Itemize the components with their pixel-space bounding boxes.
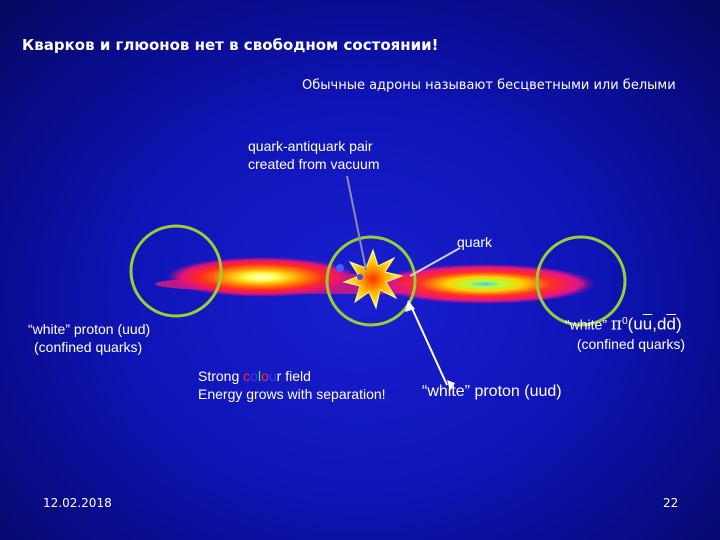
energy-line: Energy grows with separation! <box>198 386 386 402</box>
center-circle <box>325 235 417 327</box>
pion-comma: , <box>652 314 657 334</box>
left-circle <box>129 224 223 318</box>
quark-pointer-line <box>409 247 461 277</box>
quark-label: quark <box>457 234 493 250</box>
colour-letter-o2: o <box>261 368 269 384</box>
pion-label-line1: “white” π0(uu,dd) <box>565 312 705 335</box>
pion-label-line2: (confined quarks) <box>576 335 685 352</box>
proton-left-label: “white” proton (uud) (confined quarks) <box>28 320 150 356</box>
pion-u2-anti: u <box>642 314 653 334</box>
pion-d1: d <box>657 314 667 334</box>
page-number: 22 <box>663 496 679 510</box>
flux-tube-right <box>375 264 595 304</box>
flux-tube-left <box>167 257 357 297</box>
colour-letter-u: u <box>268 368 277 384</box>
pion-symbol: π <box>610 314 623 335</box>
proton-left-line2: (confined quarks) <box>34 339 143 355</box>
white-proton-right-label: “white” proton (uud) <box>422 383 562 400</box>
strong-field-label: Strong colour field Energy grows with se… <box>198 367 386 403</box>
pion-label: “white” π0(uu,dd) (confined quarks) <box>565 312 705 353</box>
quark-dot-red <box>400 277 406 283</box>
proton-pointer-line <box>410 305 448 386</box>
pion-u1: u <box>633 314 643 334</box>
pair-label-line1: quark-antiquark pair <box>248 138 373 154</box>
arrowhead-down <box>447 380 455 391</box>
slide-subtitle: Обычные адроны называют бесцветными или … <box>302 78 676 93</box>
colour-letter-l: l <box>257 368 262 384</box>
pion-d2-anti: d <box>666 314 676 334</box>
slide-title: Кварков и глюонов нет в свободном состоя… <box>22 36 439 54</box>
proton-left-line1: “white” proton (uud) <box>28 321 151 337</box>
pion-open: ( <box>627 314 634 334</box>
quark-dot-blue-2 <box>357 274 363 280</box>
slide-date: 12.02.2018 <box>43 496 112 510</box>
arrowhead-up <box>405 300 415 312</box>
pair-label: quark-antiquark pair created from vacuum <box>248 137 380 173</box>
colour-letter-c: c <box>243 368 251 384</box>
strong-prefix: Strong <box>198 368 244 384</box>
pion-close: ) <box>675 314 682 334</box>
pair-pointer-line <box>346 175 367 271</box>
burst-star <box>342 248 404 310</box>
right-circle <box>535 235 627 327</box>
pair-label-line2: created from vacuum <box>248 156 380 172</box>
strong-suffix: r field <box>276 368 311 384</box>
strong-field-line: Strong colour field <box>198 367 386 385</box>
pion-prefix: “white” <box>565 316 611 333</box>
colour-letter-o1: o <box>250 368 258 384</box>
quark-dot-blue <box>336 264 344 272</box>
pion-superscript: 0 <box>622 316 628 327</box>
